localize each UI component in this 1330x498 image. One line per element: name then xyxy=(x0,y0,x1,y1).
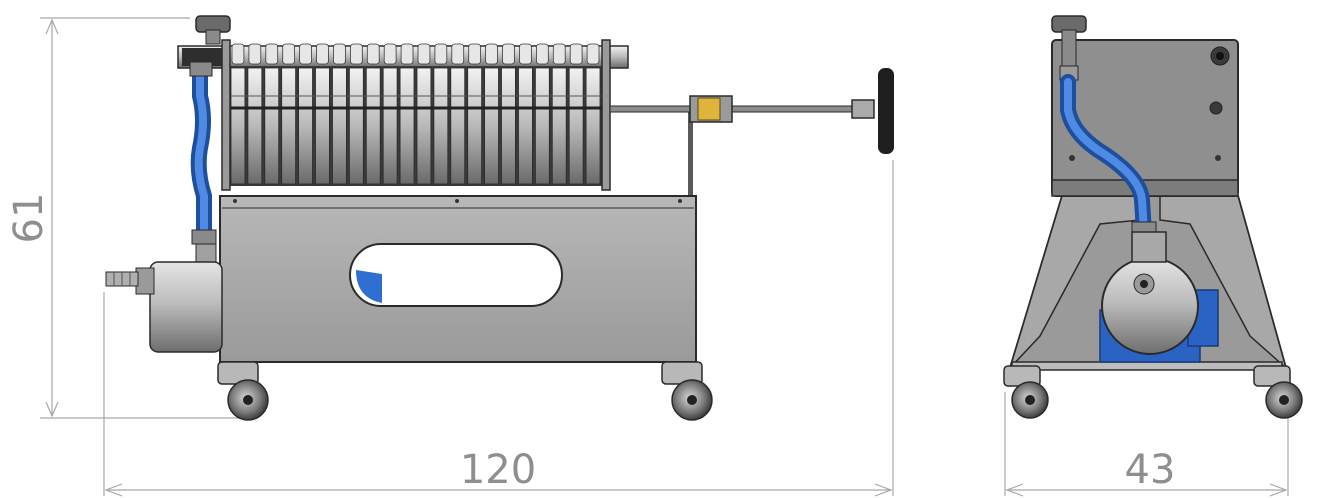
filter-plate-handle xyxy=(231,43,245,65)
caster-wheel-right xyxy=(661,361,713,421)
filter-plate-stack xyxy=(177,39,629,191)
filter-plate xyxy=(230,67,246,185)
length-dimension-label: 120 xyxy=(460,447,536,493)
width-dimension-label: 43 xyxy=(1125,447,1176,493)
filter-plate xyxy=(585,67,601,185)
caster-wheel-left xyxy=(217,361,269,421)
height-dimension-label: 61 xyxy=(6,193,52,244)
filter-plate xyxy=(484,67,499,185)
filter-plate-handle xyxy=(485,43,498,65)
filter-plate-handle xyxy=(536,43,549,65)
filter-plate xyxy=(551,67,567,185)
filter-plate xyxy=(247,67,263,185)
filter-plate xyxy=(365,67,381,185)
filter-plate-handle xyxy=(366,43,380,65)
filter-plate xyxy=(535,67,550,185)
filter-plate xyxy=(399,67,415,185)
pressure-screw xyxy=(609,95,875,123)
filter-plate-handle xyxy=(248,43,262,65)
filter-plate-handle xyxy=(519,43,532,65)
handwheel[interactable] xyxy=(878,68,894,154)
filter-plate xyxy=(332,67,347,185)
pressure-gauge-icon xyxy=(195,15,231,45)
filter-plate-handle xyxy=(349,43,363,65)
filter-plate xyxy=(433,67,449,185)
filter-plate xyxy=(501,67,516,185)
filter-plate-handle xyxy=(502,43,515,65)
filter-plate-handle xyxy=(400,43,414,65)
filter-plate-handle xyxy=(552,43,566,65)
filter-plate-handle xyxy=(316,43,329,65)
filter-plate-handle xyxy=(265,43,279,65)
filter-plate xyxy=(568,67,584,185)
filter-plate-handle xyxy=(468,43,482,65)
filter-plate xyxy=(467,67,483,185)
filter-plate-handle xyxy=(451,43,465,65)
filter-plate-handle xyxy=(586,43,600,65)
filter-plate xyxy=(382,67,398,185)
caster-wheel-end-left xyxy=(1003,365,1049,419)
filter-plate xyxy=(315,67,330,185)
filter-plate-handle xyxy=(569,43,583,65)
filter-plate-handle xyxy=(333,43,346,65)
filter-plate xyxy=(348,67,364,185)
filter-plate-handle xyxy=(434,43,448,65)
filter-plate-handle xyxy=(299,43,312,65)
end-panel xyxy=(1051,39,1239,197)
cabinet-window xyxy=(349,243,563,307)
motor-end-cap xyxy=(1101,257,1199,355)
filter-plate-handle xyxy=(417,43,431,65)
filter-plate xyxy=(264,67,280,185)
filter-plate-handle xyxy=(383,43,397,65)
filter-plate xyxy=(450,67,466,185)
filter-plate xyxy=(416,67,432,185)
filter-plate xyxy=(298,67,313,185)
pump-motor xyxy=(105,261,223,353)
filter-plate-handle xyxy=(282,43,296,65)
caster-wheel-end-right xyxy=(1253,365,1303,419)
filter-plate xyxy=(281,67,297,185)
filter-plate xyxy=(518,67,533,185)
filter-press-end-view-icon xyxy=(1003,15,1303,419)
filter-press-side-view-icon xyxy=(105,15,894,421)
